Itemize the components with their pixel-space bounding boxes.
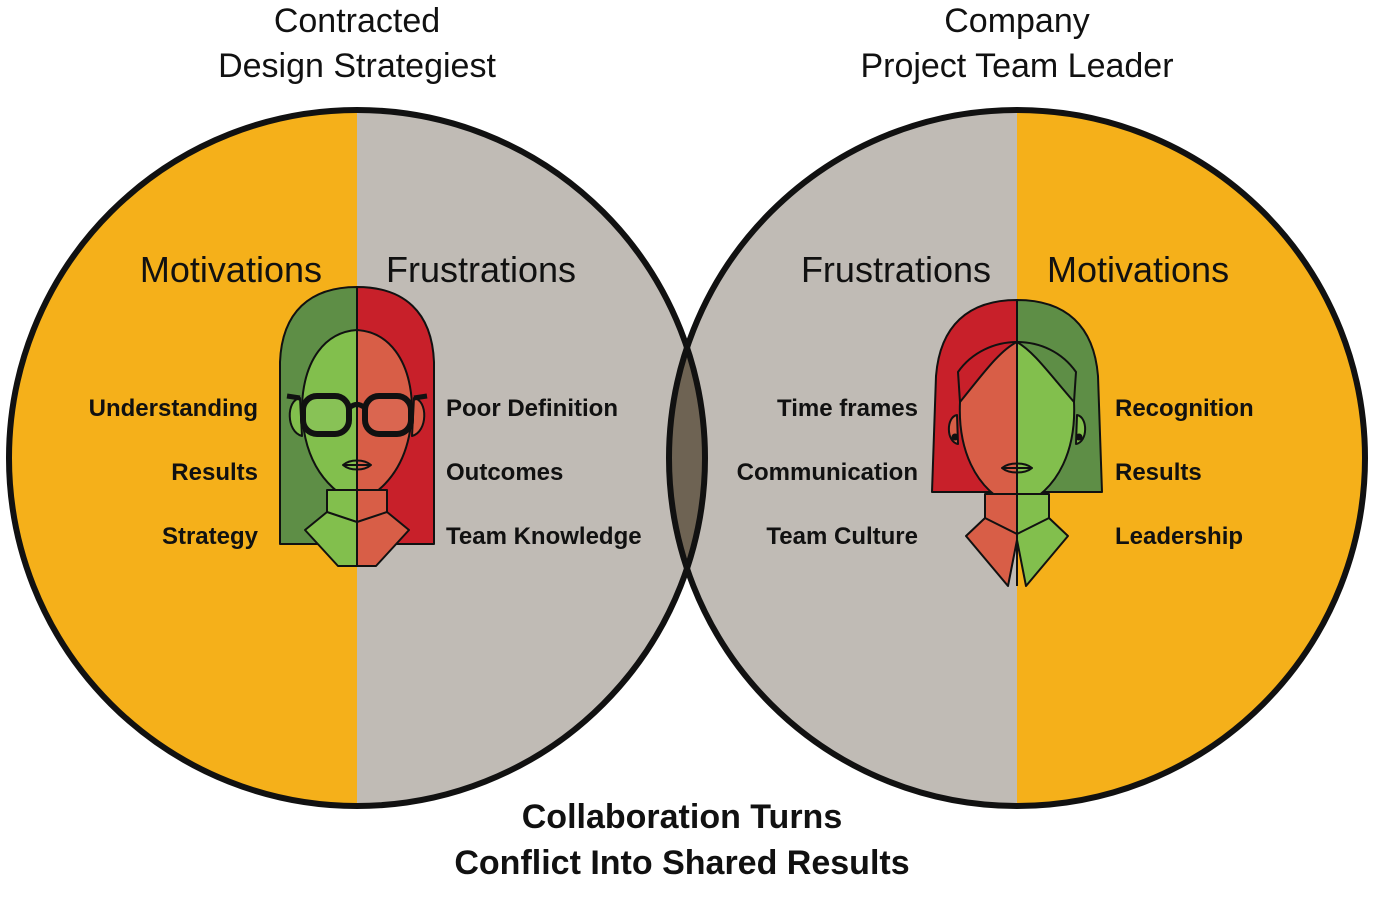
- caption-line2: Conflict Into Shared Results: [454, 844, 909, 882]
- left-title-line2: Design Strategiest: [218, 47, 496, 85]
- left-frustration-item: Team Knowledge: [446, 523, 642, 550]
- left-motivation-item: Results: [171, 459, 258, 486]
- right-frustrations-heading: Frustrations: [801, 249, 991, 290]
- right-frustration-item: Communication: [737, 459, 918, 486]
- left-motivations-heading: Motivations: [140, 249, 322, 290]
- left-frustration-item: Outcomes: [446, 459, 563, 486]
- right-title-line2: Project Team Leader: [860, 47, 1173, 85]
- glasses-icon: [286, 393, 428, 437]
- team-leader-face-icon: [931, 299, 1103, 587]
- right-motivations-heading: Motivations: [1047, 249, 1229, 290]
- right-title-line1: Company: [944, 2, 1090, 40]
- right-frustration-item: Team Culture: [766, 523, 918, 550]
- left-frustrations-heading: Frustrations: [386, 249, 576, 290]
- left-frustration-item: Poor Definition: [446, 395, 618, 422]
- left-circle-outline: [6, 107, 708, 809]
- caption-line1: Collaboration Turns: [522, 798, 842, 836]
- right-circle-outline: [666, 107, 1368, 809]
- right-frustration-item: Time frames: [777, 395, 918, 422]
- left-motivation-item: Understanding: [89, 395, 258, 422]
- left-title-line1: Contracted: [274, 2, 440, 40]
- strategist-face-icon: [279, 286, 435, 567]
- right-motivation-item: Recognition: [1115, 395, 1254, 422]
- left-motivation-item: Strategy: [162, 523, 259, 550]
- right-motivation-item: Results: [1115, 459, 1202, 486]
- right-motivation-item: Leadership: [1115, 523, 1243, 550]
